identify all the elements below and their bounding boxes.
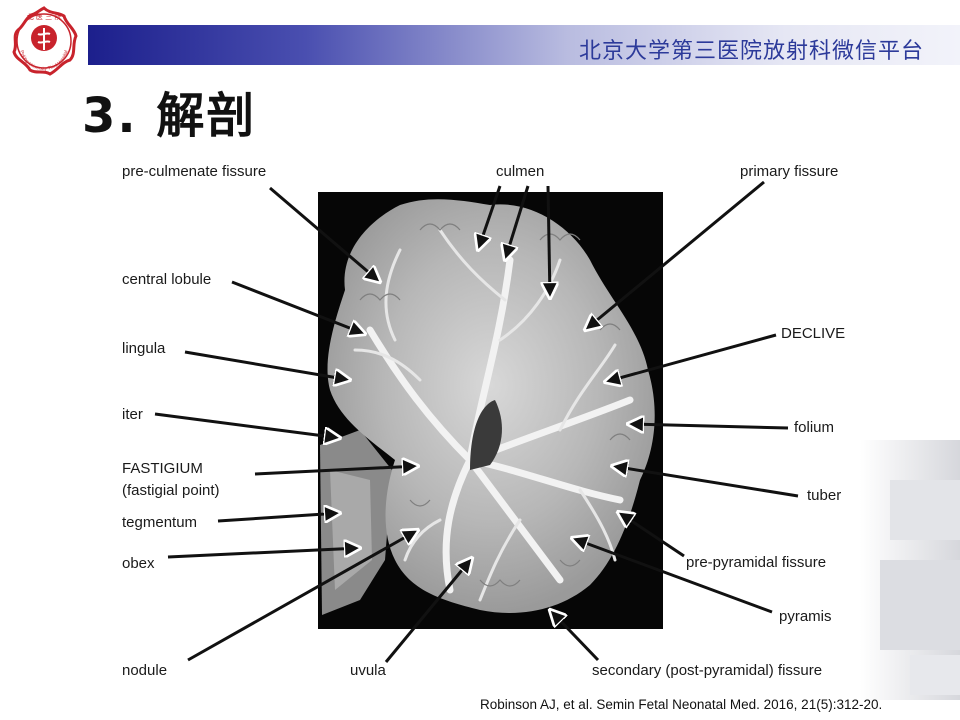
label-primary-fissure: primary fissure [740,163,838,180]
arrow-uvula [384,558,472,663]
label-declive: DECLIVE [781,325,845,342]
logo-mark: 北 医 三 院 [27,12,62,21]
platform-title: 北京大学第三医院放射科微信平台 [578,39,924,64]
arrow-pre-pyramidal [618,512,685,558]
arrow-culmen-1 [478,185,502,250]
arrow-lingula [184,350,350,380]
label-pyramis: pyramis [779,608,832,625]
arrow-secondary-fissure [550,610,600,662]
arrow-pyramis [572,538,773,614]
label-nodule: nodule [122,662,167,679]
label-folium: folium [794,419,834,436]
label-uvula: uvula [350,662,387,679]
pointer-arrows [154,180,799,663]
label-central-lobule: central lobule [122,271,211,288]
arrow-primary-fissure [585,180,765,330]
arrow-iter [154,412,340,438]
label-pre-pyramidal-fissure: pre-pyramidal fissure [686,554,826,571]
folia-texture [359,223,631,587]
arrow-declive [605,333,777,382]
label-tegmentum: tegmentum [122,514,197,531]
hospital-logo: 北 医 三 院 Peking University Third Hospital [12,6,78,76]
slide-title: 3. 解剖 [82,88,257,144]
label-fastigium: FASTIGIUM [122,460,203,477]
arrow-tegmentum [217,513,340,521]
arrow-fastigium [254,466,418,474]
label-culmen: culmen [496,163,544,180]
label-lingula: lingula [122,340,166,357]
label-iter: iter [122,406,143,423]
arrow-folium [628,424,789,428]
arrow-central-lobule [231,280,365,334]
tegmentum-region [330,470,372,590]
label-tuber: tuber [807,487,841,504]
arrow-pre-culmenate [269,186,380,282]
arrow-tuber [612,466,799,498]
label-obex: obex [122,555,155,572]
header-banner [88,25,960,65]
arrow-culmen-3 [548,185,550,298]
arrow-culmen-2 [505,185,530,260]
label-pre-culmenate-fissure: pre-culmenate fissure [122,163,266,180]
arrow-obex [167,548,360,559]
fourth-ventricle [470,400,502,470]
background-decoration [860,440,960,700]
citation: Robinson AJ, et al. Semin Fetal Neonatal… [480,697,883,712]
label-secondary-fissure: secondary (post-pyramidal) fissure [592,662,822,679]
label-fastigial-point: (fastigial point) [122,482,220,499]
arrow-nodule [187,530,418,662]
